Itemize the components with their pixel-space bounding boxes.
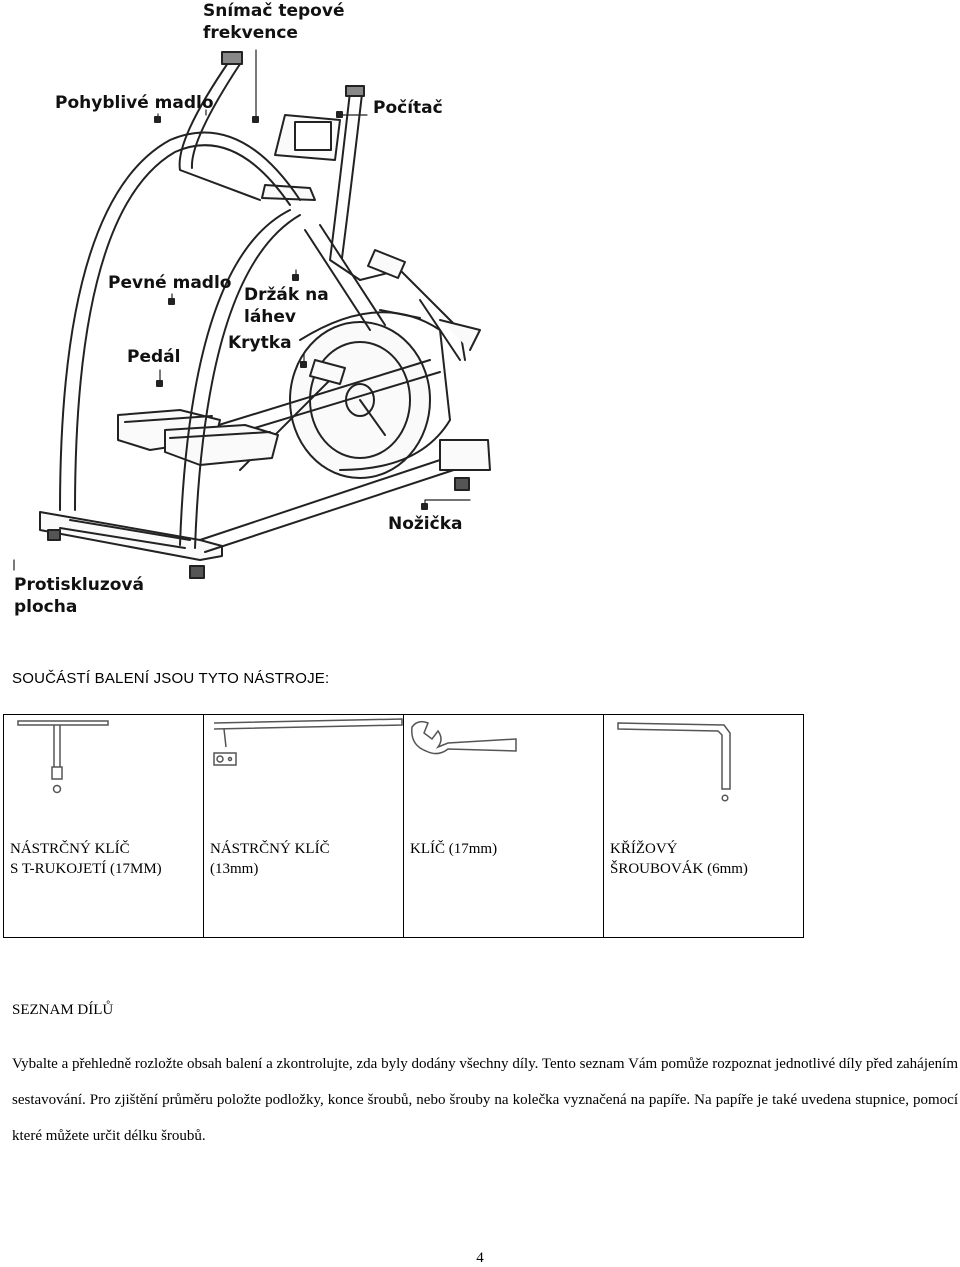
- socket-wrench-icon: [213, 718, 403, 766]
- callout-computer: Počítač: [373, 98, 443, 118]
- tool-label: KLÍČ (17mm): [410, 841, 498, 857]
- callout-foot: Nožička: [388, 514, 463, 534]
- elliptical-trainer-diagram: [13, 49, 491, 579]
- tools-section-title: SOUČÁSTÍ BALENÍ JSOU TYTO NÁSTROJE:: [12, 670, 330, 687]
- callout-bottle-holder: Držák na láhev: [244, 285, 329, 327]
- callout-moving-handle: Pohyblivé madlo: [55, 93, 214, 113]
- tools-table: NÁSTRČNÝ KLÍČ S T-RUKOJETÍ (17MM) NÁSTRČ…: [3, 714, 804, 938]
- tool-label: KŘÍŽOVÝ ŠROUBOVÁK (6mm): [610, 841, 748, 877]
- callout-antislip: Protiskluzová plocha: [14, 575, 144, 617]
- open-end-wrench-icon: [411, 720, 517, 755]
- allen-key-icon: [617, 722, 731, 802]
- page-number: 4: [476, 1250, 484, 1266]
- callout-hr-sensor: Snímač tepové frekvence: [203, 1, 345, 43]
- parts-section-title: SEZNAM DÍLŮ: [12, 1002, 114, 1018]
- tool-label: NÁSTRČNÝ KLÍČ (13mm): [210, 841, 330, 877]
- callout-pedal: Pedál: [127, 347, 181, 367]
- tool-cell: KLÍČ (17mm): [403, 714, 604, 938]
- tool-cell: KŘÍŽOVÝ ŠROUBOVÁK (6mm): [603, 714, 804, 938]
- callout-cover: Krytka: [228, 333, 292, 353]
- callout-fixed-handle: Pevné madlo: [108, 273, 232, 293]
- tool-cell: NÁSTRČNÝ KLÍČ S T-RUKOJETÍ (17MM): [3, 714, 204, 938]
- tool-cell: NÁSTRČNÝ KLÍČ (13mm): [203, 714, 404, 938]
- t-handle-socket-wrench-icon: [17, 720, 109, 794]
- parts-paragraph: Vybalte a přehledně rozložte obsah balen…: [12, 1056, 958, 1144]
- tool-label: NÁSTRČNÝ KLÍČ S T-RUKOJETÍ (17MM): [10, 841, 162, 877]
